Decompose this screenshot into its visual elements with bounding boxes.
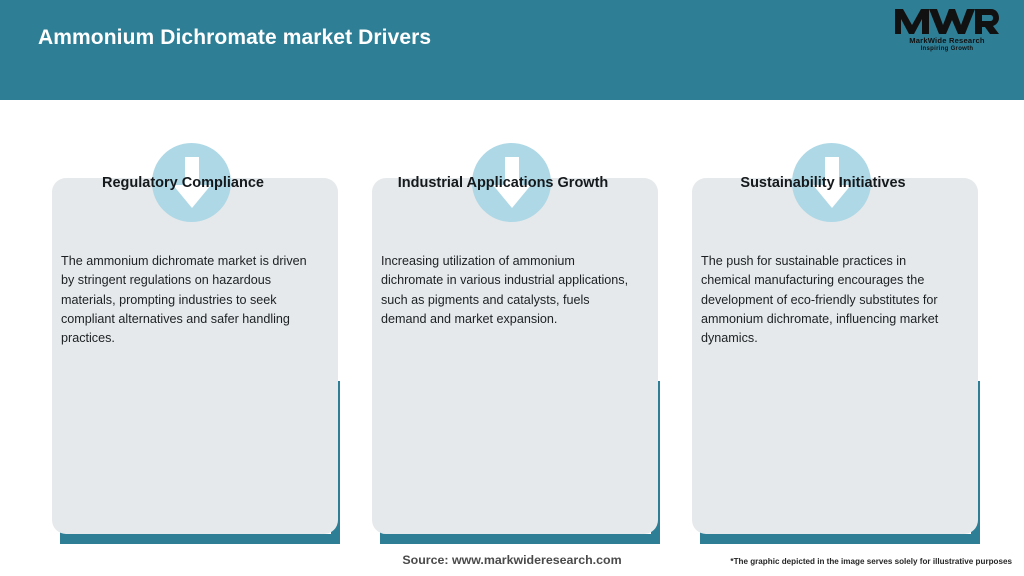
card-description: Increasing utilization of ammonium dichr… bbox=[381, 254, 629, 326]
card-panel bbox=[52, 178, 338, 534]
logo-company-name: MarkWide Research bbox=[909, 36, 985, 45]
brand-logo: MarkWide Research Inspiring Growth bbox=[892, 8, 1002, 60]
card-title: Regulatory Compliance bbox=[102, 175, 264, 191]
header-band: Ammonium Dichromate market Drivers MarkW… bbox=[0, 0, 1024, 100]
page-title: Ammonium Dichromate market Drivers bbox=[38, 26, 432, 49]
card-title: Sustainability Initiatives bbox=[740, 175, 906, 191]
disclaimer-note: *The graphic depicted in the image serve… bbox=[730, 557, 1012, 566]
driver-card-regulatory-compliance[interactable]: Regulatory Compliance The ammonium dichr… bbox=[40, 100, 360, 550]
logo-mark-icon bbox=[892, 8, 1002, 35]
card-description: The push for sustainable practices in ch… bbox=[701, 254, 939, 346]
down-arrow-icon bbox=[792, 143, 871, 222]
cards-row: Regulatory Compliance The ammonium dichr… bbox=[0, 100, 1024, 550]
driver-card-industrial-applications-growth[interactable]: Industrial Applications Growth Increasin… bbox=[360, 100, 680, 550]
source-note: Source: www.markwideresearch.com bbox=[402, 553, 622, 567]
down-arrow-icon bbox=[472, 143, 551, 222]
down-arrow-icon bbox=[152, 143, 231, 222]
card-description: The ammonium dichromate market is driven… bbox=[61, 254, 307, 346]
card-panel bbox=[372, 178, 658, 534]
card-panel bbox=[692, 178, 978, 534]
logo-tagline: Inspiring Growth bbox=[920, 46, 974, 52]
card-title: Industrial Applications Growth bbox=[397, 175, 609, 191]
driver-card-sustainability-initiatives[interactable]: Sustainability Initiatives The push for … bbox=[680, 100, 1000, 550]
